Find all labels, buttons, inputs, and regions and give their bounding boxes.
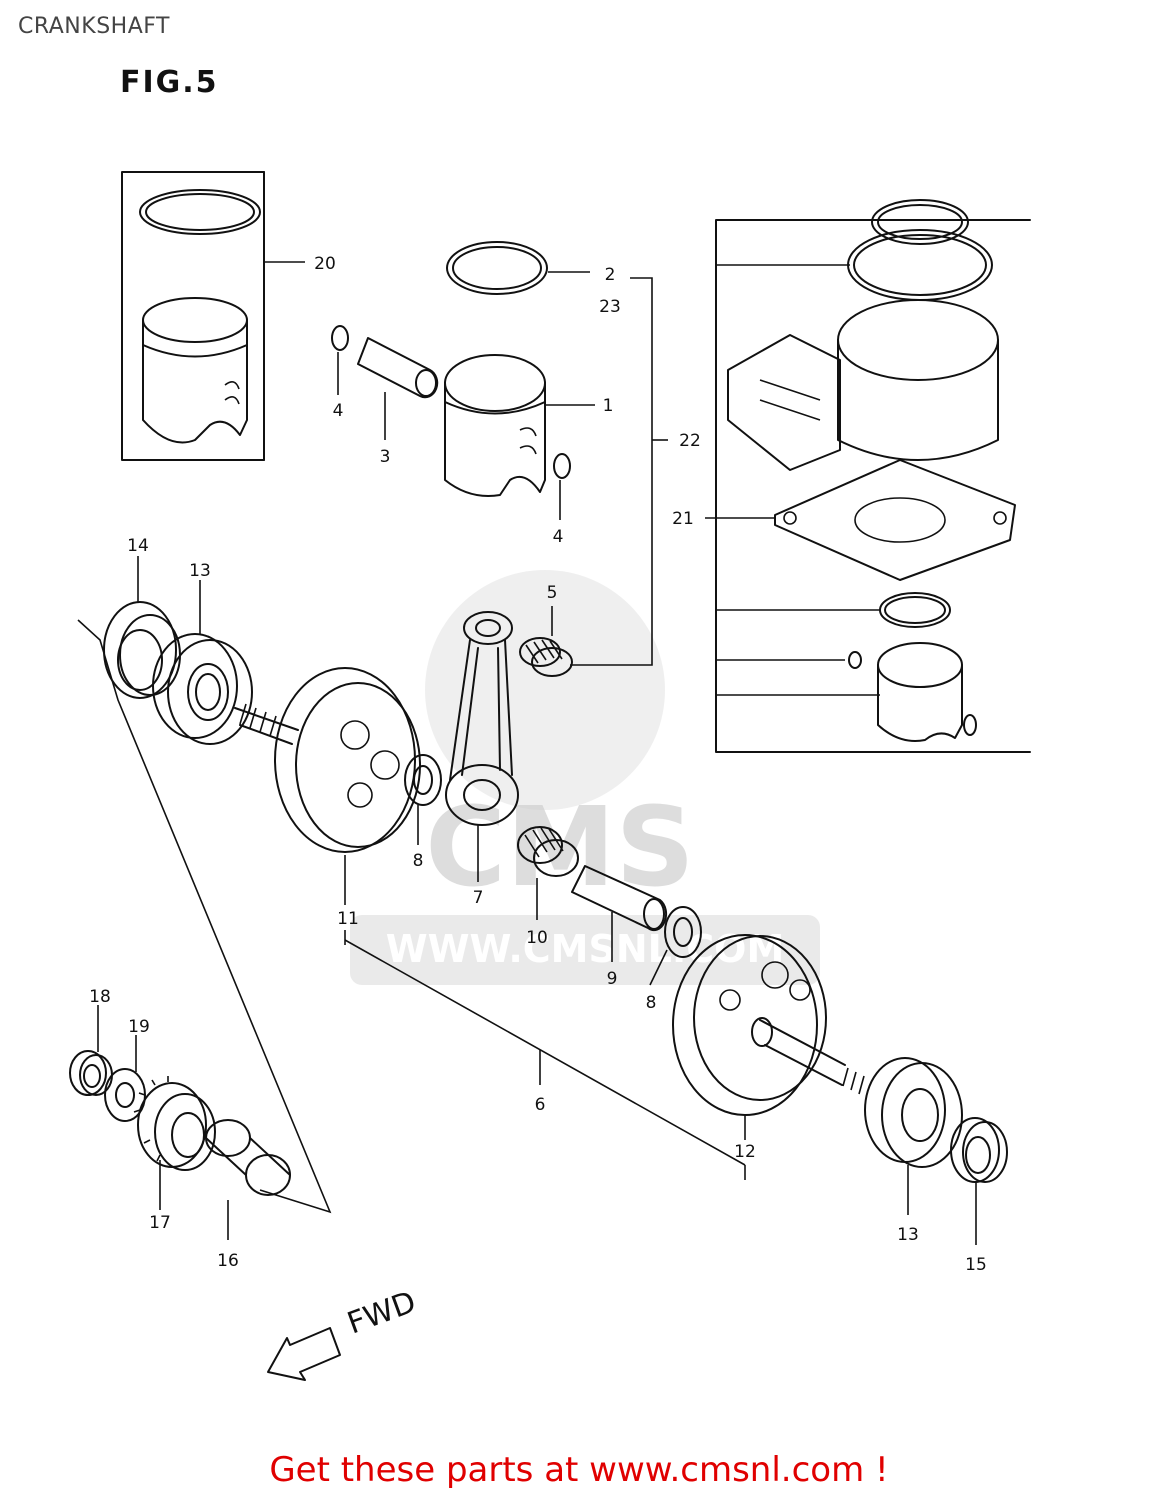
callout-5: 5 xyxy=(547,583,558,603)
kit-22-bracket xyxy=(570,277,668,666)
footer-cta-link[interactable]: Get these parts at www.cmsnl.com ! xyxy=(269,1450,889,1490)
callout-15: 15 xyxy=(965,1255,987,1275)
callout-14: 14 xyxy=(127,536,149,556)
assembly-6-crankshaft-bracket xyxy=(344,930,746,1180)
callout-21: 21 xyxy=(672,509,694,529)
part-16-spacer[interactable] xyxy=(205,1119,291,1240)
part-14-oil-seal[interactable] xyxy=(103,556,181,699)
callout-18: 18 xyxy=(89,987,111,1007)
callout-6: 6 xyxy=(535,1095,546,1115)
part-3-piston-pin[interactable] xyxy=(357,337,439,440)
callout-4-right: 4 xyxy=(553,527,564,547)
part-2-piston-ring[interactable] xyxy=(446,241,590,295)
callout-17: 17 xyxy=(149,1213,171,1233)
page-title: CRANKSHAFT xyxy=(18,14,170,39)
part-21-cylinder-kit[interactable] xyxy=(705,199,1031,753)
callout-8-left: 8 xyxy=(413,851,424,871)
part-8-thrust-washer-left[interactable] xyxy=(404,754,442,845)
watermark-url-text: WWW.CMSNL.COM xyxy=(386,927,785,971)
callout-13-left: 13 xyxy=(189,561,211,581)
callout-22: 22 xyxy=(679,431,701,451)
part-12-crank-half-right[interactable] xyxy=(672,934,865,1140)
part-11-crank-half-left[interactable] xyxy=(234,667,421,905)
part-18-nut[interactable] xyxy=(69,1005,113,1096)
part-10-needle-bearing[interactable] xyxy=(517,826,579,920)
callout-11: 11 xyxy=(337,909,359,929)
part-7-connecting-rod[interactable] xyxy=(445,611,519,882)
callout-13-right: 13 xyxy=(897,1225,919,1245)
part-9-crank-pin[interactable] xyxy=(571,865,668,962)
part-5-needle-bearing[interactable] xyxy=(519,606,573,677)
callout-9: 9 xyxy=(607,969,618,989)
callout-16: 16 xyxy=(217,1251,239,1271)
part-13-bearing-left[interactable] xyxy=(152,580,253,745)
callout-19: 19 xyxy=(128,1017,150,1037)
part-19-washer[interactable] xyxy=(104,1035,146,1122)
callout-23: 23 xyxy=(599,297,621,317)
part-4-circlip-left[interactable] xyxy=(331,325,349,395)
cmsnl-watermark: CMS WWW.CMSNL.COM xyxy=(350,570,820,985)
callout-2: 2 xyxy=(605,265,616,285)
assembly-guide-line xyxy=(77,619,332,1214)
part-8-thrust-washer-right[interactable] xyxy=(649,906,702,986)
part-15-oil-seal[interactable] xyxy=(950,1117,1008,1245)
callout-3: 3 xyxy=(380,447,391,467)
callout-8-right: 8 xyxy=(646,993,657,1013)
part-4-circlip-right[interactable] xyxy=(553,453,571,520)
part-17-gear[interactable] xyxy=(133,1076,216,1210)
part-1-piston[interactable] xyxy=(444,354,595,497)
figure-label: FIG.5 xyxy=(120,65,219,100)
callout-4-left: 4 xyxy=(333,401,344,421)
fwd-label: FWD xyxy=(343,1285,421,1342)
callout-7: 7 xyxy=(473,888,484,908)
fwd-arrow: FWD xyxy=(267,1285,421,1381)
callout-12: 12 xyxy=(734,1142,756,1162)
callout-20: 20 xyxy=(314,254,336,274)
callout-10: 10 xyxy=(526,928,548,948)
part-20-piston-kit[interactable] xyxy=(121,171,305,461)
callout-1: 1 xyxy=(603,396,614,416)
part-13-bearing-right[interactable] xyxy=(864,1057,963,1215)
